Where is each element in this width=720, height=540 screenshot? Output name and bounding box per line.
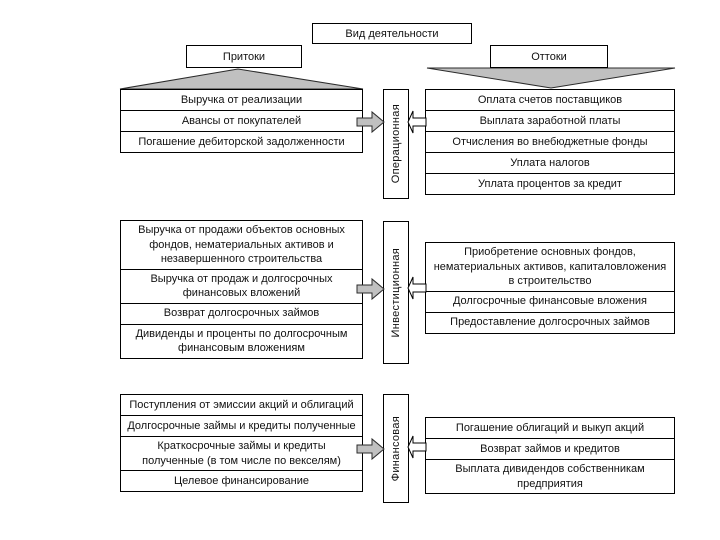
flow-item: Предоставление долгосрочных займов (425, 311, 675, 334)
investing-outflows-list: Приобретение основных фондов, нематериал… (425, 242, 675, 334)
flow-item: Приобретение основных фондов, нематериал… (425, 242, 675, 292)
operating-inflow-arrow-icon (356, 110, 385, 134)
flow-item: Краткосрочные займы и кредиты полученные… (120, 436, 363, 471)
flow-item: Выручка от продажи объектов основных фон… (120, 220, 363, 270)
inflows-header: Притоки (186, 45, 302, 68)
outflows-header: Оттоки (490, 45, 608, 68)
financing-inflow-arrow-icon (356, 437, 385, 461)
operating-outflow-arrow-icon (407, 110, 427, 134)
investing-inflow-arrow-icon (356, 277, 385, 301)
investing-activity-label: Инвестиционная (383, 221, 409, 364)
flow-item: Уплата налогов (425, 152, 675, 174)
flow-item: Выплата дивидендов собственникам предпри… (425, 459, 675, 494)
flow-item: Дивиденды и проценты по долгосрочным фин… (120, 323, 363, 359)
operating-activity-label: Операционная (383, 89, 409, 199)
activity-type-title: Вид деятельности (312, 23, 472, 44)
outflows-funnel-shape (426, 67, 676, 89)
flow-item: Выручка от продаж и долгосрочных финансо… (120, 268, 363, 304)
flow-item: Целевое финансирование (120, 470, 363, 492)
flow-item: Погашение дебиторской задолженности (120, 131, 363, 153)
financing-outflow-arrow-icon (407, 435, 427, 459)
flow-item: Долгосрочные финансовые вложения (425, 290, 675, 313)
flow-item: Авансы от покупателей (120, 110, 363, 132)
flow-item: Уплата процентов за кредит (425, 173, 675, 195)
investing-inflows-list: Выручка от продажи объектов основных фон… (120, 220, 363, 359)
investing-outflow-arrow-icon (407, 276, 427, 300)
financing-inflows-list: Поступления от эмиссии акций и облигаций… (120, 394, 363, 492)
